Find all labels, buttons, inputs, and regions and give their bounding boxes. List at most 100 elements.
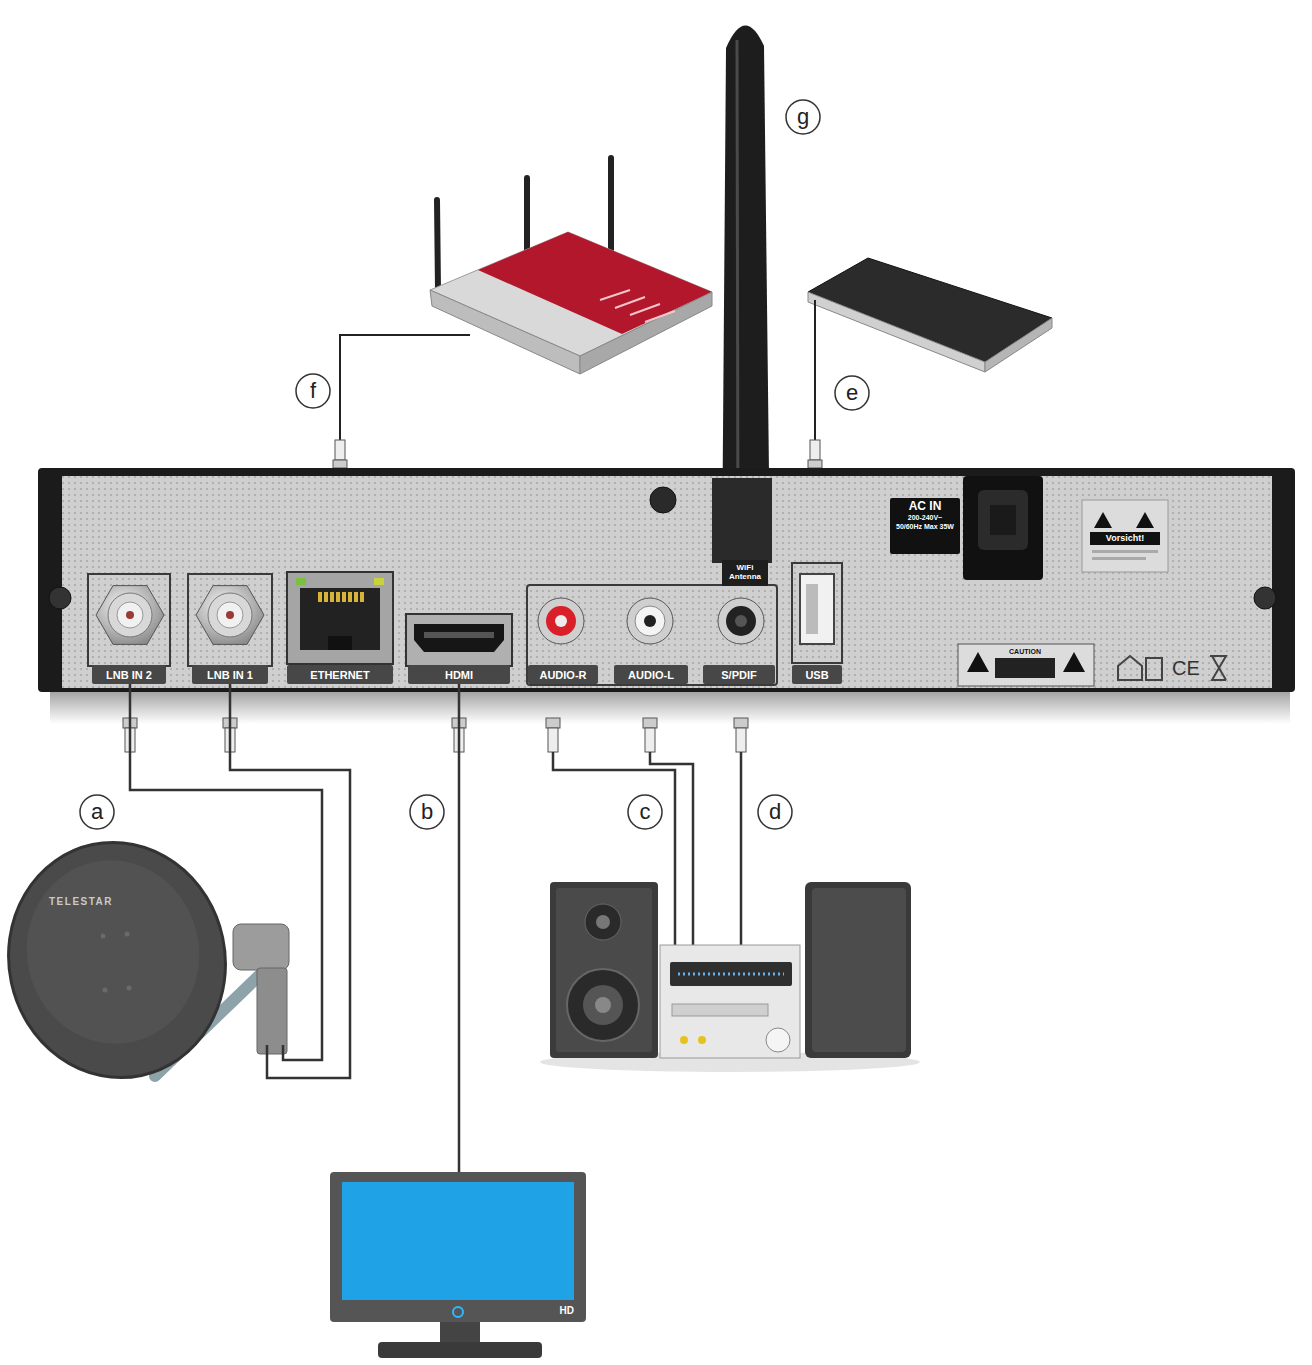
warning-sticker <box>967 652 989 672</box>
lnb-connector <box>126 611 134 619</box>
warning-sticker <box>958 500 1168 686</box>
cable-plug <box>808 460 822 468</box>
power-socket <box>990 505 1016 535</box>
lnb-connector <box>88 574 170 666</box>
lnb-connector <box>108 593 152 637</box>
ethernet-port <box>287 572 393 664</box>
certification-symbols <box>1118 656 1142 680</box>
cable-plug <box>333 460 347 468</box>
node-text: AC IN <box>894 500 956 513</box>
node-text: USB <box>805 669 828 681</box>
tv-stand <box>378 1322 542 1358</box>
tv-stand <box>378 1342 542 1358</box>
hdmi-port <box>406 614 512 666</box>
ethernet-port <box>328 636 352 650</box>
port-label: HDMI <box>408 665 510 684</box>
cable-plug <box>548 728 558 752</box>
audio-ports <box>726 606 756 636</box>
node-text: TELESTAR <box>49 896 113 907</box>
cable <box>230 684 350 1078</box>
callout-letter: a <box>80 795 114 829</box>
node-text: HD <box>560 1305 574 1316</box>
hdmi-port <box>406 614 512 666</box>
usb-hard-disk <box>808 258 1052 372</box>
warning-sticker <box>1063 652 1085 672</box>
audio-ports <box>527 585 777 685</box>
audio-ports <box>546 606 576 636</box>
receiver-back-panel <box>650 487 676 513</box>
router <box>645 311 675 322</box>
warning-sticker <box>995 658 1055 678</box>
warning-sticker <box>1136 512 1154 528</box>
callout-circle <box>758 795 792 829</box>
lnb-connector <box>208 593 252 637</box>
cable-plug <box>335 440 345 460</box>
hifi-system <box>672 1004 768 1016</box>
hifi-system <box>585 904 621 940</box>
ethernet-port <box>287 572 393 664</box>
lnb-connector <box>226 611 234 619</box>
router <box>580 292 712 374</box>
hifi-system <box>766 1028 790 1052</box>
callout-circle <box>80 100 869 829</box>
warning-sticker <box>958 644 1094 686</box>
power-socket <box>963 476 1043 580</box>
callout-letter: b <box>410 795 444 829</box>
port-label: LNB IN 1 <box>192 665 268 684</box>
ethernet-port <box>360 592 364 602</box>
node-text: LNB IN 1 <box>207 669 253 681</box>
power-socket <box>963 476 1043 580</box>
lnb-connector <box>88 574 272 666</box>
audio-ports <box>538 598 584 644</box>
network-cable <box>340 335 470 445</box>
port-label: AUDIO-R <box>528 665 598 684</box>
hifi-system <box>567 969 639 1041</box>
hd-television: HD <box>330 1172 586 1322</box>
lnb-connector <box>188 574 272 666</box>
node-text: S/PDIF <box>721 669 756 681</box>
receiver-back-panel <box>712 478 772 563</box>
lnb-connector <box>217 602 243 628</box>
ethernet-port <box>342 592 346 602</box>
warning-sticker <box>1094 512 1112 528</box>
hifi-system <box>805 882 911 1058</box>
audio-ports <box>627 598 673 644</box>
callout-circle <box>835 376 869 410</box>
ethernet-port <box>318 592 322 602</box>
router <box>608 158 614 250</box>
hifi-system <box>540 882 920 1072</box>
hdmi-port <box>424 632 494 638</box>
hifi-system <box>670 962 792 986</box>
hifi-system <box>556 888 652 1052</box>
audio-ports <box>635 606 665 636</box>
node-text: WiFi Antenna <box>722 563 768 581</box>
hifi-system <box>680 1036 688 1044</box>
callout-circle <box>786 100 820 134</box>
hifi-system <box>596 915 610 929</box>
ethernet-port <box>354 592 358 602</box>
ce-mark: CE <box>1164 654 1208 682</box>
lnb-connector <box>96 586 164 645</box>
warning-sticker <box>1092 557 1146 560</box>
node-text: HDMI <box>445 669 473 681</box>
usb-port <box>792 563 842 663</box>
ethernet-port <box>318 592 364 602</box>
receiver-back-panel <box>38 468 1295 724</box>
port-label: ETHERNET <box>287 665 393 684</box>
satellite-dish: TELESTAR <box>5 840 300 1090</box>
ethernet-port <box>330 592 334 602</box>
callout-letter: c <box>628 795 662 829</box>
router <box>437 200 438 290</box>
certification-symbols <box>1210 656 1226 680</box>
node-text: ETHERNET <box>310 669 369 681</box>
usb-hard-disk <box>808 292 985 372</box>
router <box>430 232 712 356</box>
audio-ports <box>718 598 764 644</box>
cable-plug <box>734 718 748 728</box>
audio-ports <box>527 585 777 685</box>
hifi-system <box>812 888 906 1052</box>
tv-stand <box>440 1322 480 1344</box>
power-socket <box>978 490 1028 550</box>
wifi-antenna <box>712 25 772 583</box>
receiver-back-panel <box>1254 587 1276 609</box>
